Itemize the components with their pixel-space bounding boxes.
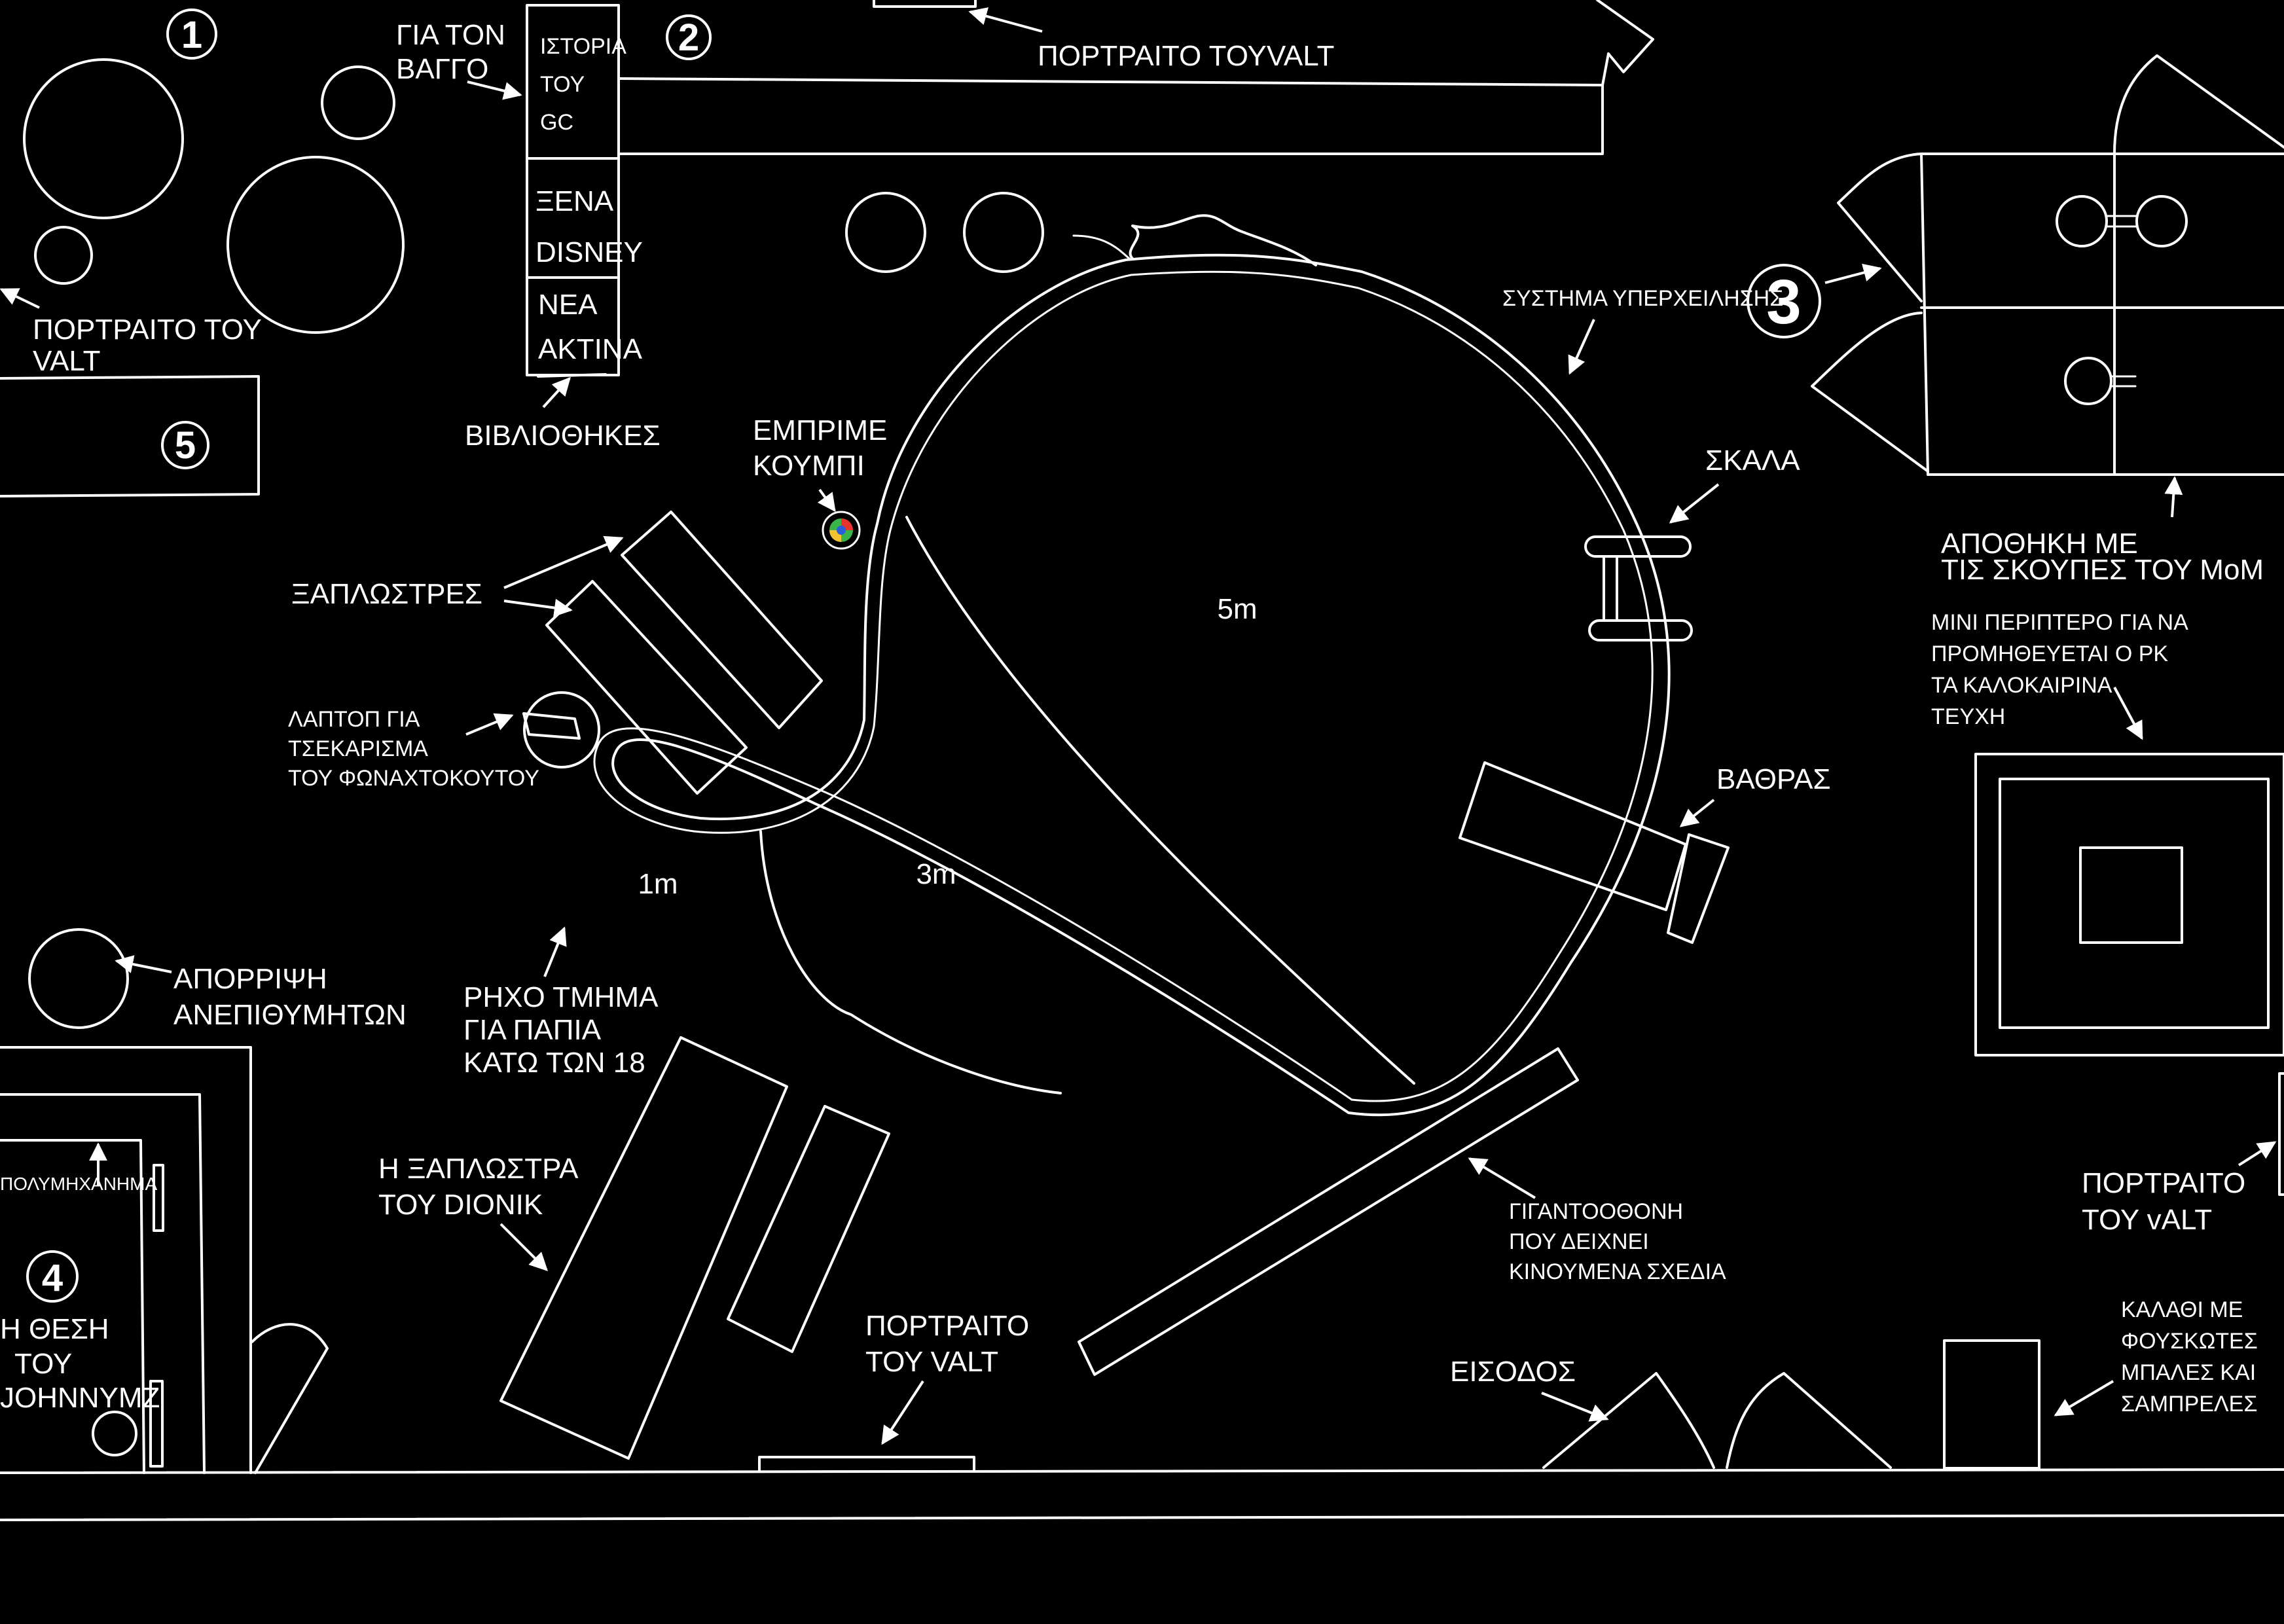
pool-outline — [593, 214, 1671, 1117]
label-gigantoothoni: ΓΙΓΑΝΤΟΟΘΟΝΗ ΠΟΥ ΔΕΙΧΝΕΙ ΚΙΝΟΥΜΕΝΑ ΣΧΕΔΙ… — [1509, 1199, 1726, 1284]
label-portraito-top: ΠΟΡΤΡΑΙΤΟ ΤΟΥVALT — [1038, 40, 1334, 72]
zone-1-circles — [23, 58, 405, 334]
depth-1m: 1m — [638, 868, 678, 900]
marker-1: 1 — [166, 9, 217, 60]
label-vathras: ΒΑΘΡΑΣ — [1716, 763, 1831, 795]
zone-5-platform — [0, 375, 260, 497]
label-richo-tmima: ΡΗΧΟ ΤΜΗΜΑ ΓΙΑ ΠΑΠΙΑ ΚΑΤΩ ΤΩΝ 18 — [463, 981, 664, 1079]
mop-storage-building — [1811, 54, 2284, 476]
laptop — [522, 691, 600, 768]
label-aporripsi: ΑΠΟΡΡΙΨΗ ΑΝΕΠΙΘΥΜΗΤΩΝ — [173, 963, 407, 1031]
entrance-gates — [1542, 1372, 1892, 1469]
svg-text:2: 2 — [678, 16, 699, 59]
bottom-wall — [0, 1468, 2284, 1521]
decor-circle-right — [963, 192, 1044, 273]
label-eisodos: ΕΙΣΟΔΟΣ — [1450, 1356, 1576, 1388]
zone-4-room — [0, 1046, 329, 1474]
depth-3m: 3m — [916, 858, 956, 890]
diving-board — [1459, 761, 1730, 944]
print-button[interactable] — [822, 511, 861, 550]
decor-circle-left — [845, 192, 926, 273]
marker-3: 3 — [1747, 264, 1821, 338]
label-nea-aktina: ΝΕΑ ΑΚΤΙΝΑ — [538, 289, 643, 365]
label-kalathi: ΚΑΛΑΘΙ ΜΕ ΦΟΥΣΚΩΤΕΣ ΜΠΑΛΕΣ ΚΑΙ ΣΑΜΠΡΕΛΕΣ — [2121, 1297, 2264, 1416]
svg-text:3: 3 — [1766, 267, 1801, 337]
depth-5m: 5m — [1217, 593, 1257, 625]
pool-depth-dividers — [759, 516, 1415, 1094]
label-portraito-left: ΠΟΡΤΡΑΙΤΟ ΤΟΥ VALT — [33, 314, 269, 377]
disposal-bin — [28, 928, 129, 1029]
top-wall — [619, 0, 1654, 155]
label-xaplostra-dionik: Η ΞΑΠΛΩΣΤΡΑ ΤΟΥ DIONIK — [378, 1153, 585, 1221]
label-systima-yperxeilisis: ΣΥΣΤΗΜΑ ΥΠΕΡΧΕΙΛΗΣΗΣ — [1502, 286, 1783, 311]
mini-kiosk — [1974, 753, 2284, 1056]
portrait-right-frame — [2278, 1072, 2284, 1196]
label-istoria-gc: ΙΣΤΟΡΙΑ ΤΟΥ GC — [540, 34, 631, 135]
portrait-bottom-frame — [758, 1456, 975, 1473]
label-laptop: ΛΑΠΤΟΠ ΓΙΑ ΤΣΕΚΑΡΙΣΜΑ ΤΟΥ ΦΩΝΑΧΤΟΚΟΥΤΟΥ — [288, 707, 539, 791]
marker-4: 4 — [26, 1250, 79, 1303]
ball-basket — [1943, 1339, 2040, 1470]
label-gia-ton-vaggo: ΓΙΑ ΤΟΝ ΒΑΓΓΟ — [396, 19, 513, 85]
label-xena-disney: ΞΕΝΑ DISNEY — [535, 185, 643, 268]
label-vivliothikes: ΒΙΒΛΙΟΘΗΚΕΣ — [465, 420, 661, 452]
pool-ladder — [1584, 535, 1693, 641]
svg-text:1: 1 — [181, 14, 202, 56]
label-skala: ΣΚΑΛΑ — [1705, 444, 1800, 477]
label-polymichanima: ΠΟΛΥΜΗΧΑΝΗΜΑ — [0, 1174, 157, 1194]
label-portraito-right: ΠΟΡΤΡΑΙΤΟ ΤΟΥ vALT — [2082, 1167, 2253, 1236]
label-mini-periptero: ΜΙΝΙ ΠΕΡΙΠΤΕΡΟ ΓΙΑ ΝΑ ΠΡΟΜΗΘΕΥΕΤΑΙ Ο ΡΚ … — [1931, 610, 2193, 729]
marker-2: 2 — [666, 14, 712, 60]
label-emprime-koumpi: ΕΜΠΡΙΜΕ ΚΟΥΜΠΙ — [753, 414, 896, 482]
marker-5: 5 — [161, 421, 209, 469]
label-portraito-bottom: ΠΟΡΤΡΑΙΤΟ ΤΟΥ VALT — [865, 1310, 1037, 1378]
label-xaplostres: ΞΑΠΛΩΣΤΡΕΣ — [291, 578, 482, 610]
label-apothiki: ΑΠΟΘΗΚΗ ΜΕ ΤΙΣ ΣΚΟΥΠΕΣ ΤΟΥ ΜοΜ — [1941, 528, 2264, 586]
dionik-lounger — [499, 1036, 890, 1460]
giant-screen — [1078, 1047, 1579, 1376]
svg-text:5: 5 — [175, 424, 196, 467]
label-thesi-johnny: Η ΘΕΣΗ ΤΟΥ JOHNNYMZ — [0, 1313, 160, 1414]
svg-text:4: 4 — [42, 1257, 63, 1299]
